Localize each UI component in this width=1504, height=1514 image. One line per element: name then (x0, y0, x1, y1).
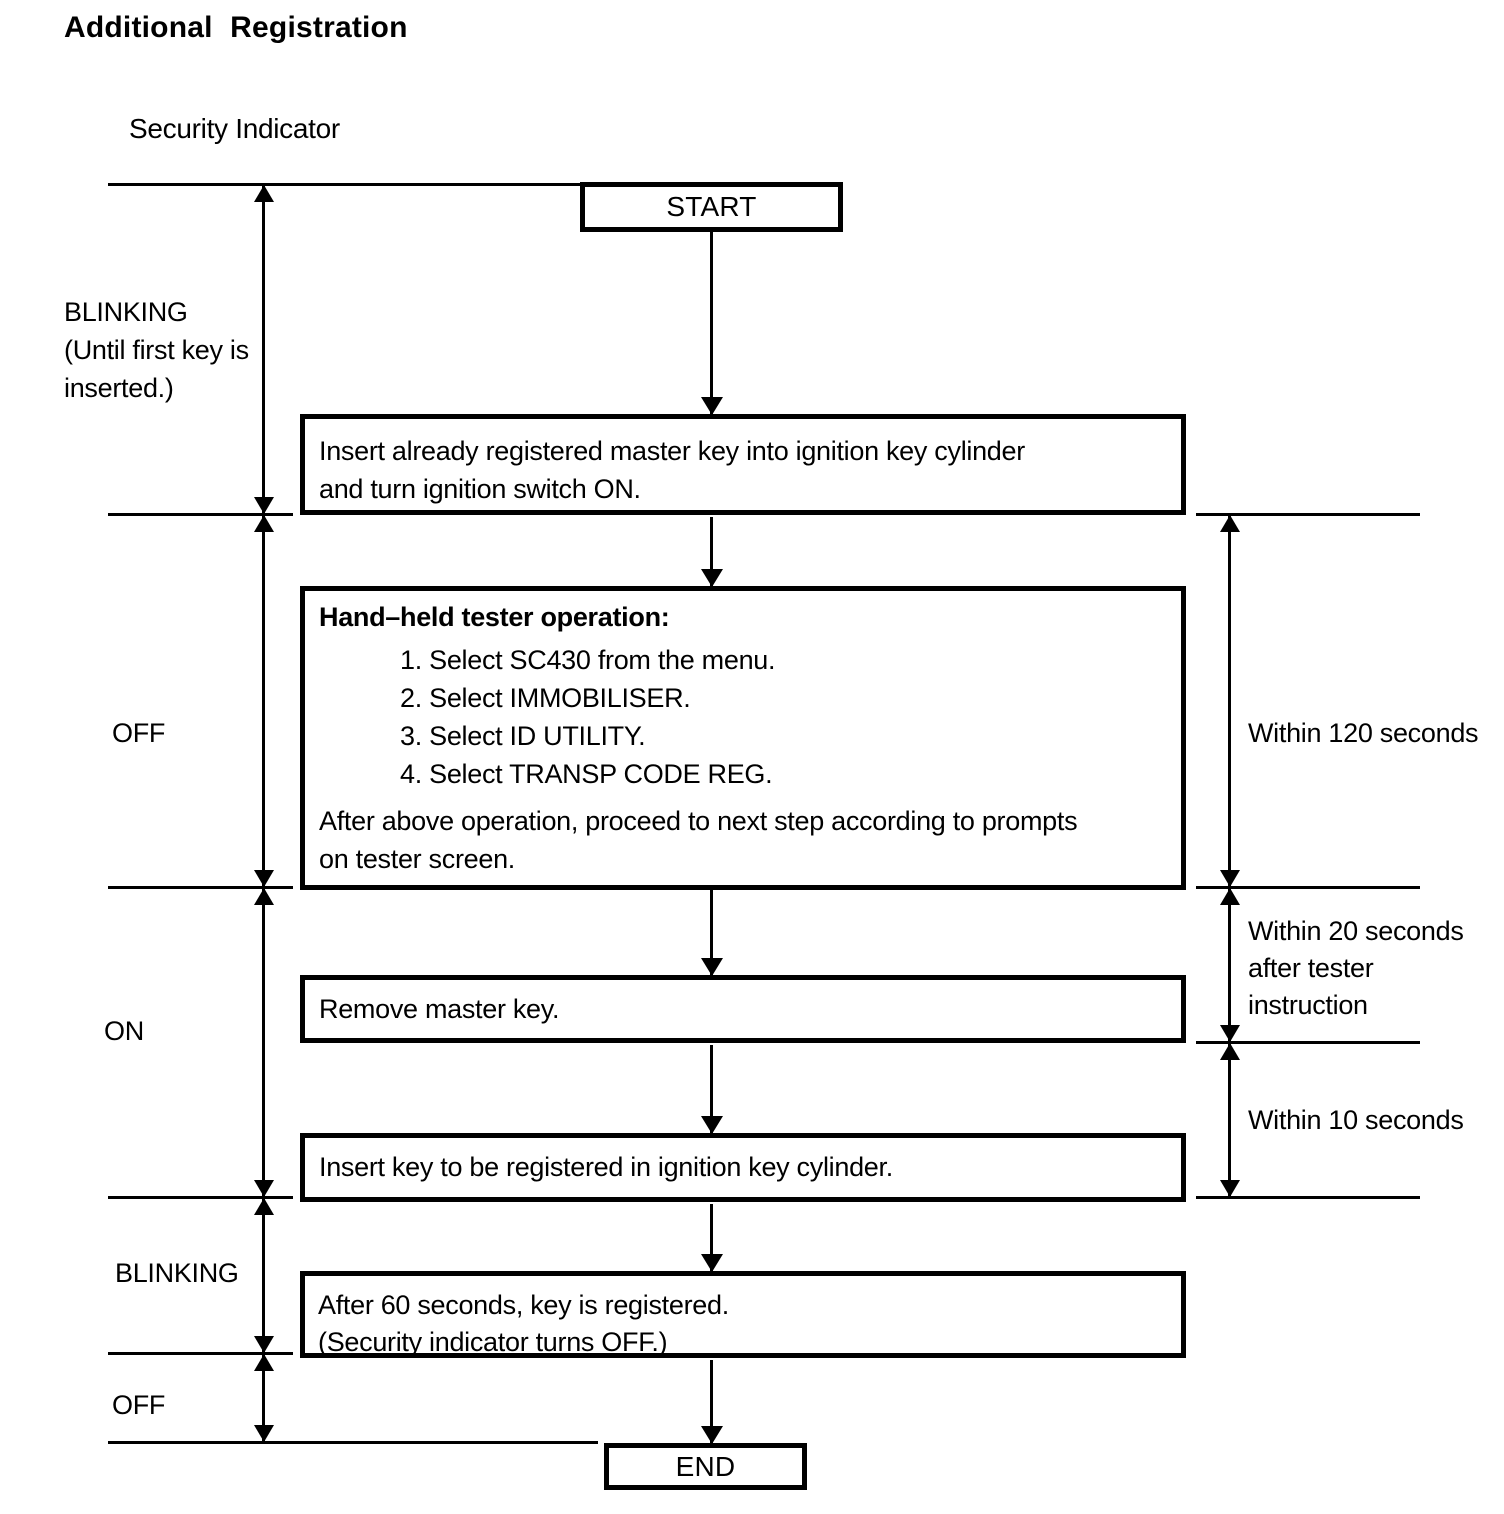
tester-menu-step: 2. Select IMMOBILISER. (400, 683, 691, 713)
state-label-off-1: OFF (112, 718, 166, 748)
timing-interval-arrow (1228, 889, 1231, 1041)
tester-note: After above operation, proceed to next s… (319, 802, 1167, 878)
step-text-line: and turn ignition switch ON. (319, 474, 641, 504)
state-interval-arrow (262, 186, 265, 513)
step-key-registered: After 60 seconds, key is registered. (Se… (300, 1271, 1186, 1358)
state-interval-arrow (262, 1199, 265, 1352)
state-interval-arrow (262, 1355, 265, 1441)
tester-menu-step: 3. Select ID UTILITY. (400, 721, 646, 751)
indicator-level-line (108, 1352, 293, 1355)
timing-label-line: instruction (1248, 990, 1368, 1020)
tester-title: Hand–held tester operation: (319, 602, 670, 632)
tester-note-line: on tester screen. (319, 844, 516, 874)
tester-menu-step: 1. Select SC430 from the menu. (400, 645, 776, 675)
step-tester-operation: Hand–held tester operation: 1. Select SC… (300, 586, 1186, 890)
flow-arrow (710, 889, 713, 975)
timing-level-line (1196, 1041, 1420, 1044)
indicator-level-line (108, 886, 293, 889)
indicator-level-line (108, 513, 293, 516)
state-label-off-2: OFF (112, 1390, 166, 1420)
step-insert-master-key: Insert already registered master key int… (300, 414, 1186, 515)
flow-arrow (710, 1360, 713, 1443)
timing-interval-arrow (1228, 516, 1231, 886)
timing-label-10s: Within 10 seconds (1248, 1105, 1464, 1135)
indicator-level-line (108, 183, 580, 186)
timing-label-20s: Within 20 seconds after tester instructi… (1248, 913, 1464, 1024)
state-label-on: ON (104, 1016, 144, 1046)
step-remove-master-key: Remove master key. (300, 975, 1186, 1043)
flow-arrow (710, 232, 713, 414)
timing-label-line: Within 20 seconds (1248, 916, 1464, 946)
timing-level-line (1196, 886, 1420, 889)
step-insert-new-key: Insert key to be registered in ignition … (300, 1133, 1186, 1202)
end-node: END (604, 1443, 807, 1490)
page-title: Additional Registration (64, 11, 408, 44)
state-label-blinking-2: BLINKING (115, 1258, 239, 1288)
state-label-line: inserted.) (64, 373, 174, 403)
tester-note-line: After above operation, proceed to next s… (319, 806, 1078, 836)
state-label-line: (Until first key is (64, 335, 249, 365)
tester-menu-steps: 1. Select SC430 from the menu. 2. Select… (400, 641, 1167, 793)
flow-arrow (710, 1045, 713, 1133)
indicator-level-line (108, 1441, 598, 1444)
flow-arrow (710, 1204, 713, 1271)
step-text-line: (Security indicator turns OFF.) (318, 1327, 668, 1357)
timing-level-line (1196, 513, 1420, 516)
step-text-line: Insert already registered master key int… (319, 436, 1025, 466)
timing-interval-arrow (1228, 1044, 1231, 1196)
state-label-blinking-1: BLINKING (Until first key is inserted.) (64, 293, 249, 407)
flow-arrow (710, 517, 713, 586)
start-node: START (580, 182, 843, 232)
timing-label-line: after tester (1248, 953, 1374, 983)
step-text-line: After 60 seconds, key is registered. (318, 1290, 729, 1320)
state-interval-arrow (262, 516, 265, 886)
timing-level-line (1196, 1196, 1420, 1199)
timing-label-120s: Within 120 seconds (1248, 718, 1479, 748)
indicator-level-line (108, 1196, 293, 1199)
tester-menu-step: 4. Select TRANSP CODE REG. (400, 759, 773, 789)
security-indicator-label: Security Indicator (129, 113, 340, 144)
state-interval-arrow (262, 889, 265, 1196)
state-label-line: BLINKING (64, 297, 188, 327)
